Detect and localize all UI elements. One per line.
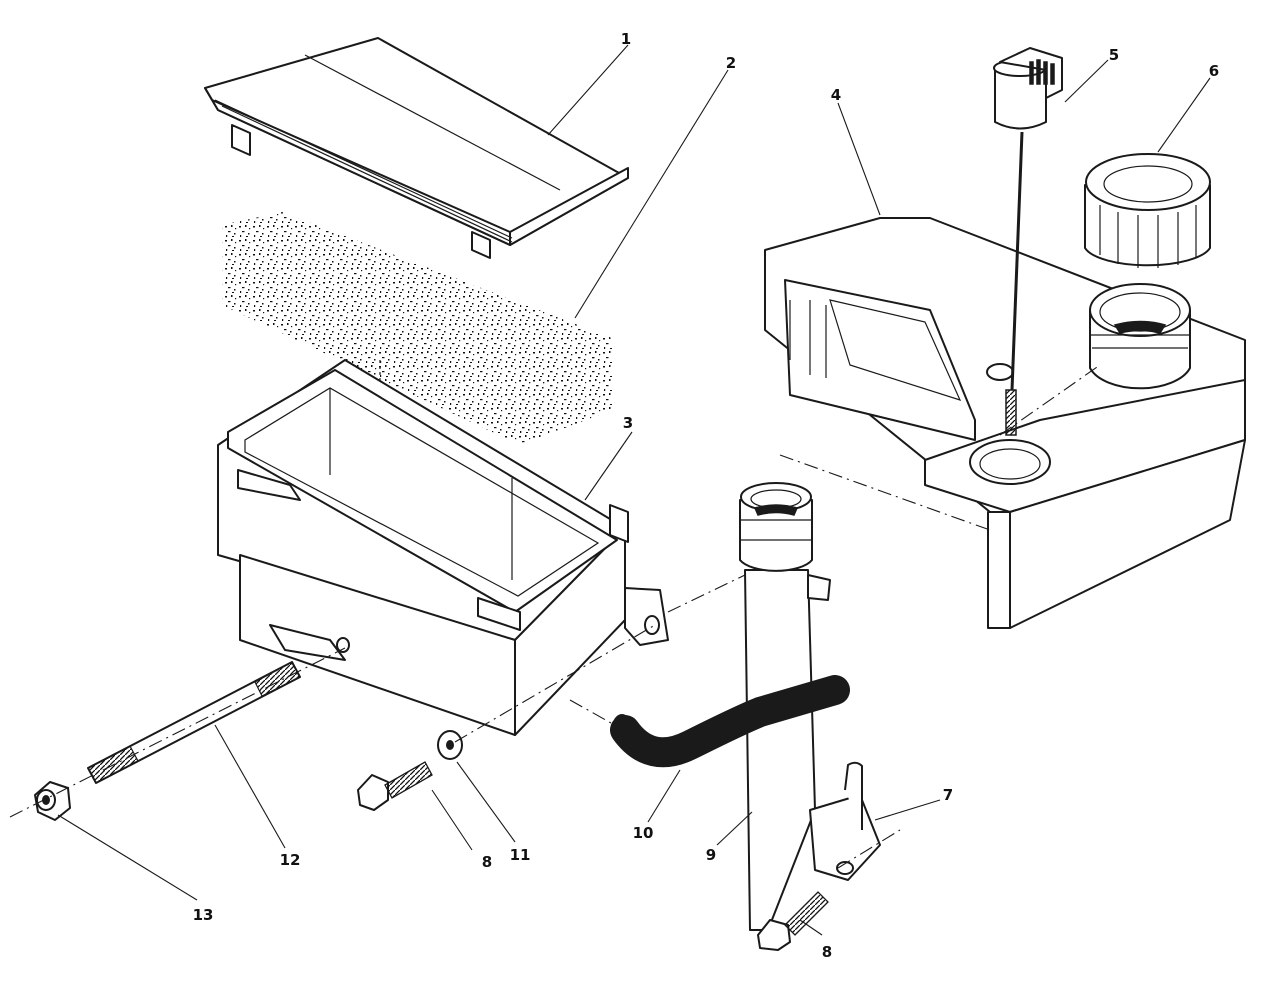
callout-6: 6 xyxy=(1209,62,1219,80)
callout-7: 7 xyxy=(943,786,953,804)
stud xyxy=(87,661,301,784)
callout-8-left: 8 xyxy=(482,853,492,871)
callout-2: 2 xyxy=(726,54,736,72)
dipstick xyxy=(993,47,1063,436)
fuel-tank xyxy=(764,217,1246,629)
callout-11: 11 xyxy=(510,846,531,864)
bolt-lower xyxy=(757,891,829,951)
nut xyxy=(34,781,71,821)
leader-lines xyxy=(57,44,1211,936)
callout-5: 5 xyxy=(1109,46,1119,64)
bolt-left xyxy=(357,761,433,811)
callout-1: 1 xyxy=(621,30,631,48)
fuel-cap xyxy=(1084,153,1211,268)
callout-9: 9 xyxy=(706,846,716,864)
callout-8-lower: 8 xyxy=(822,943,832,961)
hose xyxy=(610,675,850,768)
callout-13: 13 xyxy=(193,906,214,924)
callout-3: 3 xyxy=(623,414,633,432)
callout-12: 12 xyxy=(280,851,301,869)
air-cleaner-body xyxy=(217,359,669,736)
air-cleaner-cover xyxy=(204,37,629,259)
fill-tube xyxy=(739,482,881,931)
alignment-lines xyxy=(9,364,1101,869)
foam-filter-element xyxy=(222,212,612,445)
washer xyxy=(437,730,463,760)
callout-4: 4 xyxy=(831,86,841,104)
callout-10: 10 xyxy=(633,824,654,842)
callouts: 1 2 3 4 5 6 7 8 8 9 10 11 12 13 xyxy=(193,30,1220,961)
